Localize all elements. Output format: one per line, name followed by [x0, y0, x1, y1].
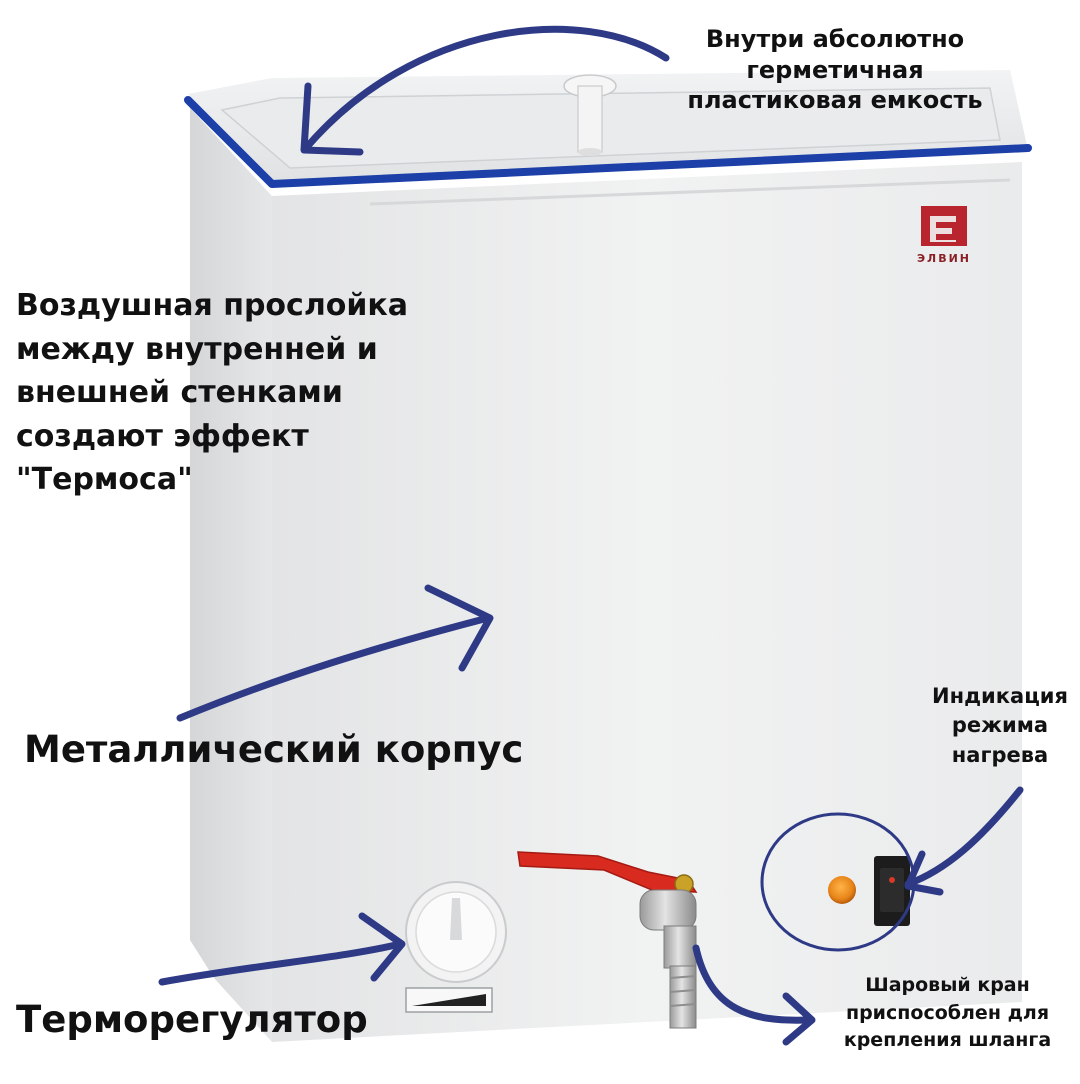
arrow-indicator — [904, 786, 1024, 888]
arrow-inner-tank — [302, 25, 670, 152]
arrow-thermostat — [158, 940, 404, 986]
label-air-layer: Воздушная прослойка между внутренней и в… — [16, 288, 409, 497]
arrow-metal-body-head — [424, 584, 494, 672]
label-heat-indicator: Индикация режима нагрева — [932, 684, 1068, 767]
housing-front-panel — [272, 162, 1022, 1042]
fill-cap — [563, 74, 617, 156]
label-ball-valve: Шаровый кран приспособлен для крепления … — [843, 974, 1052, 1052]
brand-logo-text: ЭЛВИН — [917, 252, 971, 265]
lid-blue-rim — [184, 96, 1032, 188]
arrow-inner-tank-head — [300, 82, 364, 156]
arrow-ball-valve — [692, 944, 812, 1024]
arrow-ball-valve-head — [782, 992, 816, 1046]
lid-recess — [220, 87, 1001, 169]
arrow-indicator-head — [904, 850, 944, 896]
thermostat-knob — [405, 881, 507, 983]
heating-indicator — [828, 856, 910, 926]
arrow-thermostat-head — [358, 912, 406, 982]
brand-logo: ЭЛВИН — [917, 206, 971, 265]
arrow-metal-body — [176, 614, 492, 722]
label-metal-body: Металлический корпус — [24, 728, 524, 771]
label-thermostat: Терморегулятор — [16, 998, 368, 1041]
thermostat-scale — [405, 987, 493, 1013]
ball-valve — [517, 851, 698, 1029]
label-inner-tank: Внутри абсолютно герметичная пластиковая… — [687, 25, 983, 115]
housing-side-panel — [190, 108, 272, 1042]
